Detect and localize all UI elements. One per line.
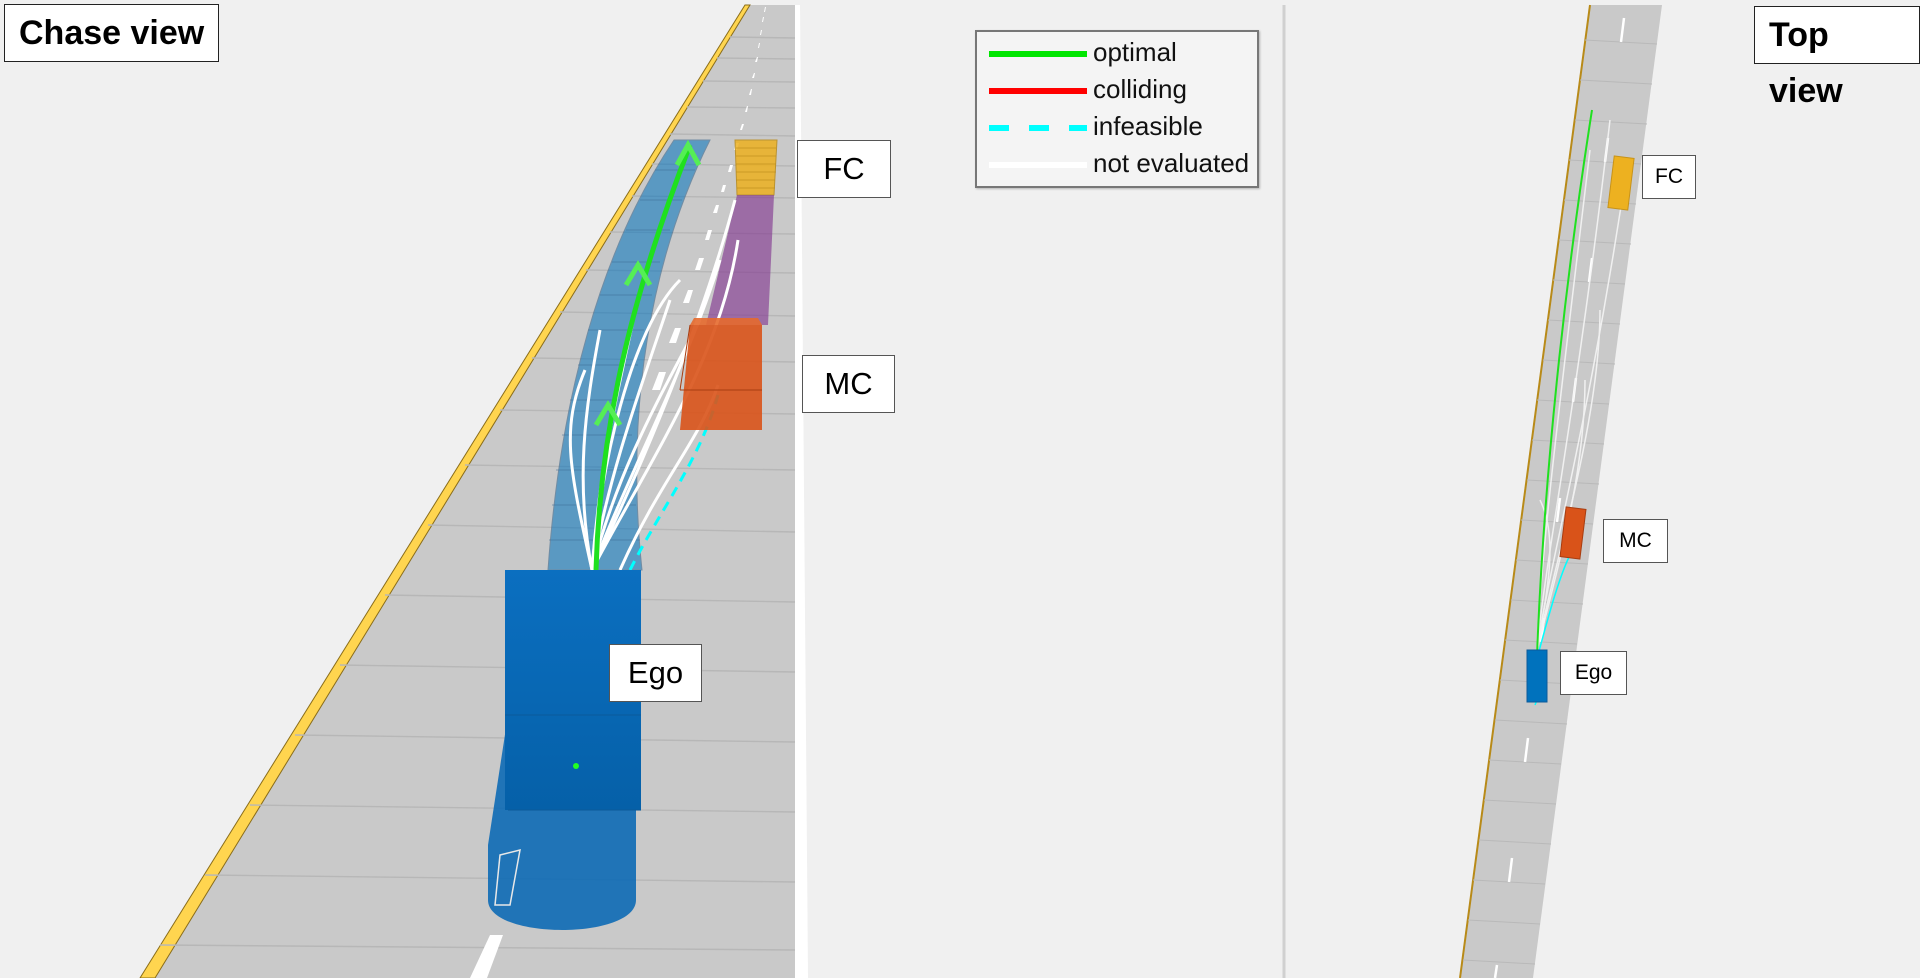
- top-view: [1459, 4, 1662, 978]
- legend: optimal colliding infeasible not evaluat…: [975, 30, 1259, 188]
- fc-label-chase: FC: [797, 140, 891, 198]
- ego-vehicle-top: [1526, 649, 1548, 703]
- top-trajectory-optimal: [1536, 109, 1593, 656]
- chase-view: [139, 4, 808, 978]
- ego-prediction-corridor: [547, 139, 711, 571]
- mc-vehicle-chase: [679, 318, 762, 430]
- fc-prediction: [734, 139, 778, 196]
- ego-vehicle-chase: [488, 570, 641, 930]
- ego-label-top: Ego: [1560, 651, 1627, 695]
- top-road: [1460, 5, 1662, 978]
- chase-road-shoulder: [139, 4, 751, 978]
- legend-item-not-evaluated: not evaluated: [987, 145, 1257, 181]
- legend-label: not evaluated: [1093, 148, 1250, 178]
- top-view-title: Top view: [1754, 6, 1920, 110]
- optimal-arrow-heads: [593, 139, 702, 427]
- legend-item-infeasible: infeasible: [987, 108, 1257, 144]
- fc-label-top: FC: [1642, 155, 1696, 199]
- top-trajectory-infeasible: [1537, 554, 1571, 656]
- chase-trajectory-optimal: [593, 144, 693, 571]
- chase-lane-dashes: [470, 7, 766, 978]
- legend-label: optimal: [1093, 37, 1177, 67]
- top-road-shoulder: [1459, 4, 1591, 978]
- ego-label-chase: Ego: [609, 644, 702, 702]
- chase-road-grid: [159, 36, 796, 951]
- mc-vehicle-top: [1559, 506, 1587, 560]
- legend-label: colliding: [1093, 74, 1187, 104]
- chase-road-edge-line: [795, 5, 808, 978]
- legend-label: infeasible: [1093, 111, 1203, 141]
- fc-vehicle-top: [1607, 155, 1635, 211]
- mc-label-chase: MC: [802, 355, 895, 413]
- ego-corridor-segments: [549, 169, 695, 541]
- mc-label-top: MC: [1603, 519, 1668, 563]
- legend-item-optimal: optimal: [987, 34, 1257, 70]
- chase-view-title: Chase view: [4, 4, 220, 62]
- mc-prediction: [706, 195, 774, 325]
- legend-item-colliding: colliding: [987, 71, 1257, 107]
